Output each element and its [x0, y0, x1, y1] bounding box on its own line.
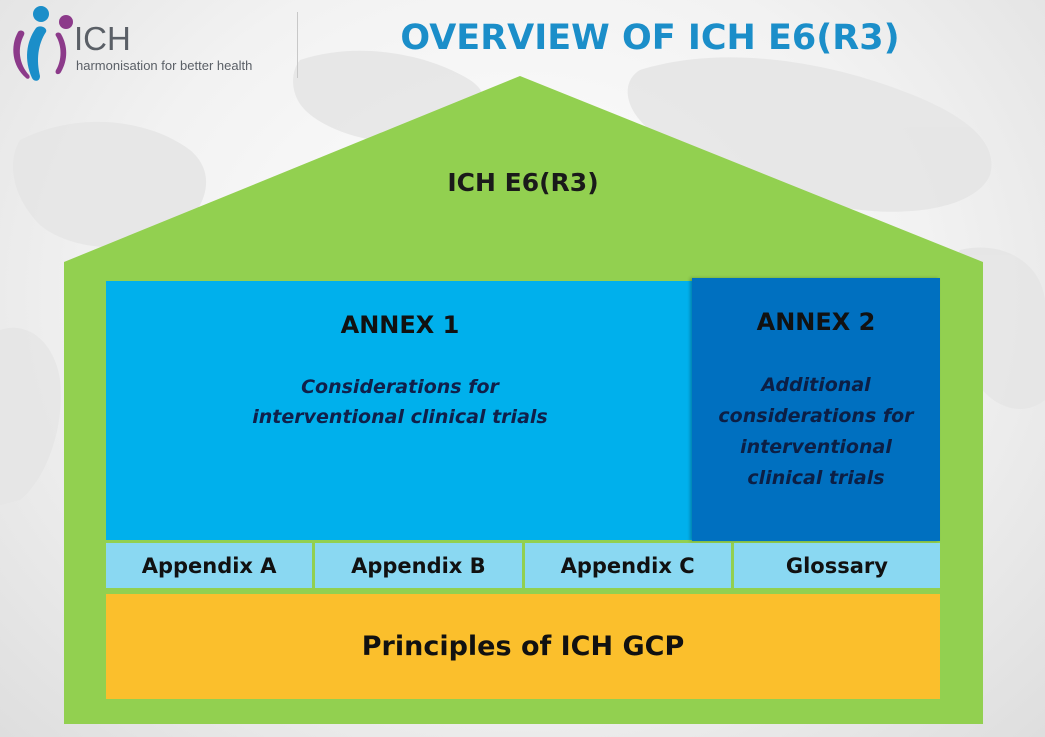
- glossary-box: Glossary: [733, 543, 940, 588]
- roof-label: ICH E6(R3): [447, 168, 599, 197]
- annex-2-description-line: considerations for: [718, 405, 914, 427]
- annex-2-description-line: clinical trials: [747, 467, 885, 489]
- logo-wordmark: ICH: [74, 20, 131, 57]
- appendix-b-box: Appendix B: [315, 543, 522, 588]
- annex-1-box: ANNEX 1 Considerations for interventiona…: [106, 281, 694, 540]
- annex-2-description-line: Additional: [761, 374, 871, 396]
- logo-tagline: harmonisation for better health: [76, 58, 253, 73]
- annex-1-title: ANNEX 1: [340, 311, 460, 339]
- ich-logo-mark-icon: [13, 6, 73, 81]
- ich-logo: ICH harmonisation for better health: [6, 2, 286, 82]
- header-divider: [297, 12, 298, 78]
- annex-1-description: Considerations for interventional clinic…: [116, 372, 684, 432]
- annex-1-description-line: Considerations for: [301, 376, 499, 398]
- annex-2-box: ANNEX 2 Additional considerations for in…: [692, 278, 940, 541]
- appendix-a-box: Appendix A: [106, 543, 313, 588]
- appendix-row: Appendix A Appendix B Appendix C Glossar…: [106, 543, 940, 588]
- annex-2-description: Additional considerations for interventi…: [702, 370, 930, 494]
- page-title: OVERVIEW OF ICH E6(R3): [400, 18, 900, 58]
- annex-2-title: ANNEX 2: [756, 308, 876, 336]
- annex-2-description-line: interventional: [740, 436, 892, 458]
- principles-foundation: Principles of ICH GCP: [106, 594, 940, 699]
- annex-1-description-line: interventional clinical trials: [252, 406, 548, 428]
- appendix-c-box: Appendix C: [524, 543, 731, 588]
